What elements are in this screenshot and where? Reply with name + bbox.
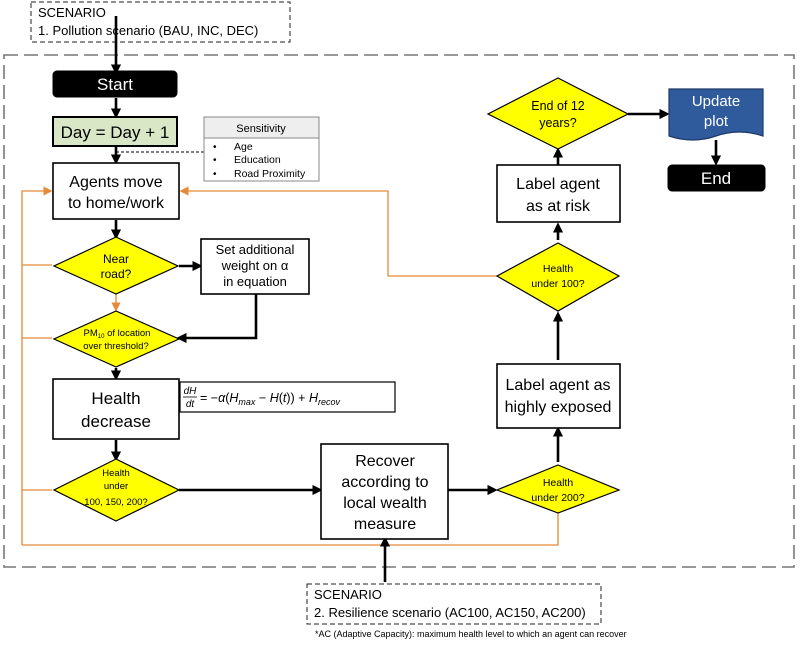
label-risk-node: Label agent as at risk: [496, 164, 621, 223]
flow-arrows: [110, 16, 722, 582]
update-plot-line-2: plot: [704, 113, 729, 130]
label-exposed-line-1: Label agent as: [506, 377, 611, 394]
health-under-multi-decision: Health under 100, 150, 200?: [52, 458, 181, 522]
label-exposed-line-2: highly exposed: [505, 399, 612, 416]
end-12-line-2: years?: [539, 116, 577, 130]
set-weight-line-3: in equation: [223, 274, 287, 289]
agents-move-line-1: Agents move: [69, 174, 162, 191]
health-100-line-2: under 100?: [531, 278, 584, 290]
end-of-12-years-decision: End of 12 years?: [486, 77, 630, 150]
agents-move-node: Agents move to home/work: [52, 162, 180, 220]
day-increment-label: Day = Day + 1: [61, 123, 170, 142]
update-plot-node: Update plot: [668, 88, 764, 141]
scenario-1-box: SCENARIO 1. Pollution scenario (BAU, INC…: [30, 1, 291, 43]
end-12-line-1: End of 12: [531, 99, 585, 113]
svg-text:dt: dt: [186, 399, 196, 410]
start-label: Start: [97, 75, 133, 94]
sensitivity-item-education: Education: [234, 154, 281, 166]
pm10-threshold-decision: PM10 of location over threshold?: [52, 310, 181, 368]
scenario-1-text: 1. Pollution scenario (BAU, INC, DEC): [38, 23, 258, 38]
near-road-line-1: Near: [103, 252, 129, 266]
label-risk-line-1: Label agent: [516, 176, 600, 193]
scenario-2-text: 2. Resilience scenario (AC100, AC150, AC…: [314, 605, 586, 620]
end-label: End: [701, 169, 731, 188]
recover-line-4: measure: [354, 516, 416, 533]
sensitivity-item-age: Age: [234, 141, 253, 153]
scenario-1-title: SCENARIO: [38, 5, 106, 20]
label-risk-line-2: as at risk: [526, 198, 591, 215]
sensitivity-item-road-proximity: Road Proximity: [234, 168, 306, 180]
svg-text:= −α(Hmax − H(t)) + Hrecov: = −α(Hmax − H(t)) + Hrecov: [200, 391, 340, 407]
pm10-line-1: PM10 of location: [84, 328, 151, 340]
health-decrease-line-2: decrease: [81, 412, 151, 431]
near-road-line-2: road?: [101, 267, 132, 281]
sensitivity-box: Sensitivity • Age • Education • Road Pro…: [203, 116, 320, 182]
health-100-line-1: Health: [543, 263, 574, 275]
health-multi-line-2: under: [104, 481, 128, 492]
health-under-100-decision: Health under 100?: [495, 242, 621, 312]
footnote: *AC (Adaptive Capacity): maximum health …: [315, 629, 627, 639]
health-multi-line-3: 100, 150, 200?: [84, 497, 147, 508]
health-200-line-1: Health: [543, 477, 574, 489]
svg-text:dH: dH: [184, 386, 198, 397]
set-weight-line-2: weight on α: [221, 258, 289, 273]
update-plot-line-1: Update: [692, 93, 740, 110]
set-weight-node: Set additional weight on α in equation: [200, 238, 310, 295]
health-200-line-2: under 200?: [531, 492, 584, 504]
feedback-lines: [21, 186, 559, 546]
svg-text:•: •: [213, 142, 217, 153]
set-weight-line-1: Set additional: [216, 242, 295, 257]
day-increment-node: Day = Day + 1: [52, 116, 178, 147]
health-decrease-node: Health decrease: [52, 378, 180, 440]
recover-line-1: Recover: [355, 453, 415, 470]
recover-line-2: according to: [341, 474, 428, 491]
health-decrease-line-1: Health: [91, 389, 140, 408]
health-equation: dH dt = −α(Hmax − H(t)) + Hrecov: [179, 381, 396, 413]
start-node: Start: [52, 70, 178, 98]
scenario-2-box: SCENARIO 2. Resilience scenario (AC100, …: [306, 583, 602, 625]
svg-text:•: •: [213, 169, 217, 180]
health-multi-line-1: Health: [102, 468, 129, 479]
model-boundary: [3, 54, 795, 568]
end-node: End: [667, 164, 766, 192]
near-road-decision: Near road?: [52, 236, 180, 295]
label-exposed-node: Label agent as highly exposed: [496, 363, 621, 429]
recover-line-3: local wealth: [343, 495, 427, 512]
recover-node: Recover according to local wealth measur…: [320, 443, 449, 540]
agents-move-line-2: to home/work: [68, 195, 165, 212]
health-under-200-decision: Health under 200?: [495, 464, 621, 514]
scenario-2-title: SCENARIO: [314, 587, 382, 602]
svg-text:•: •: [213, 155, 217, 166]
pm10-line-2: over threshold?: [83, 341, 148, 352]
sensitivity-title: Sensitivity: [236, 123, 286, 135]
